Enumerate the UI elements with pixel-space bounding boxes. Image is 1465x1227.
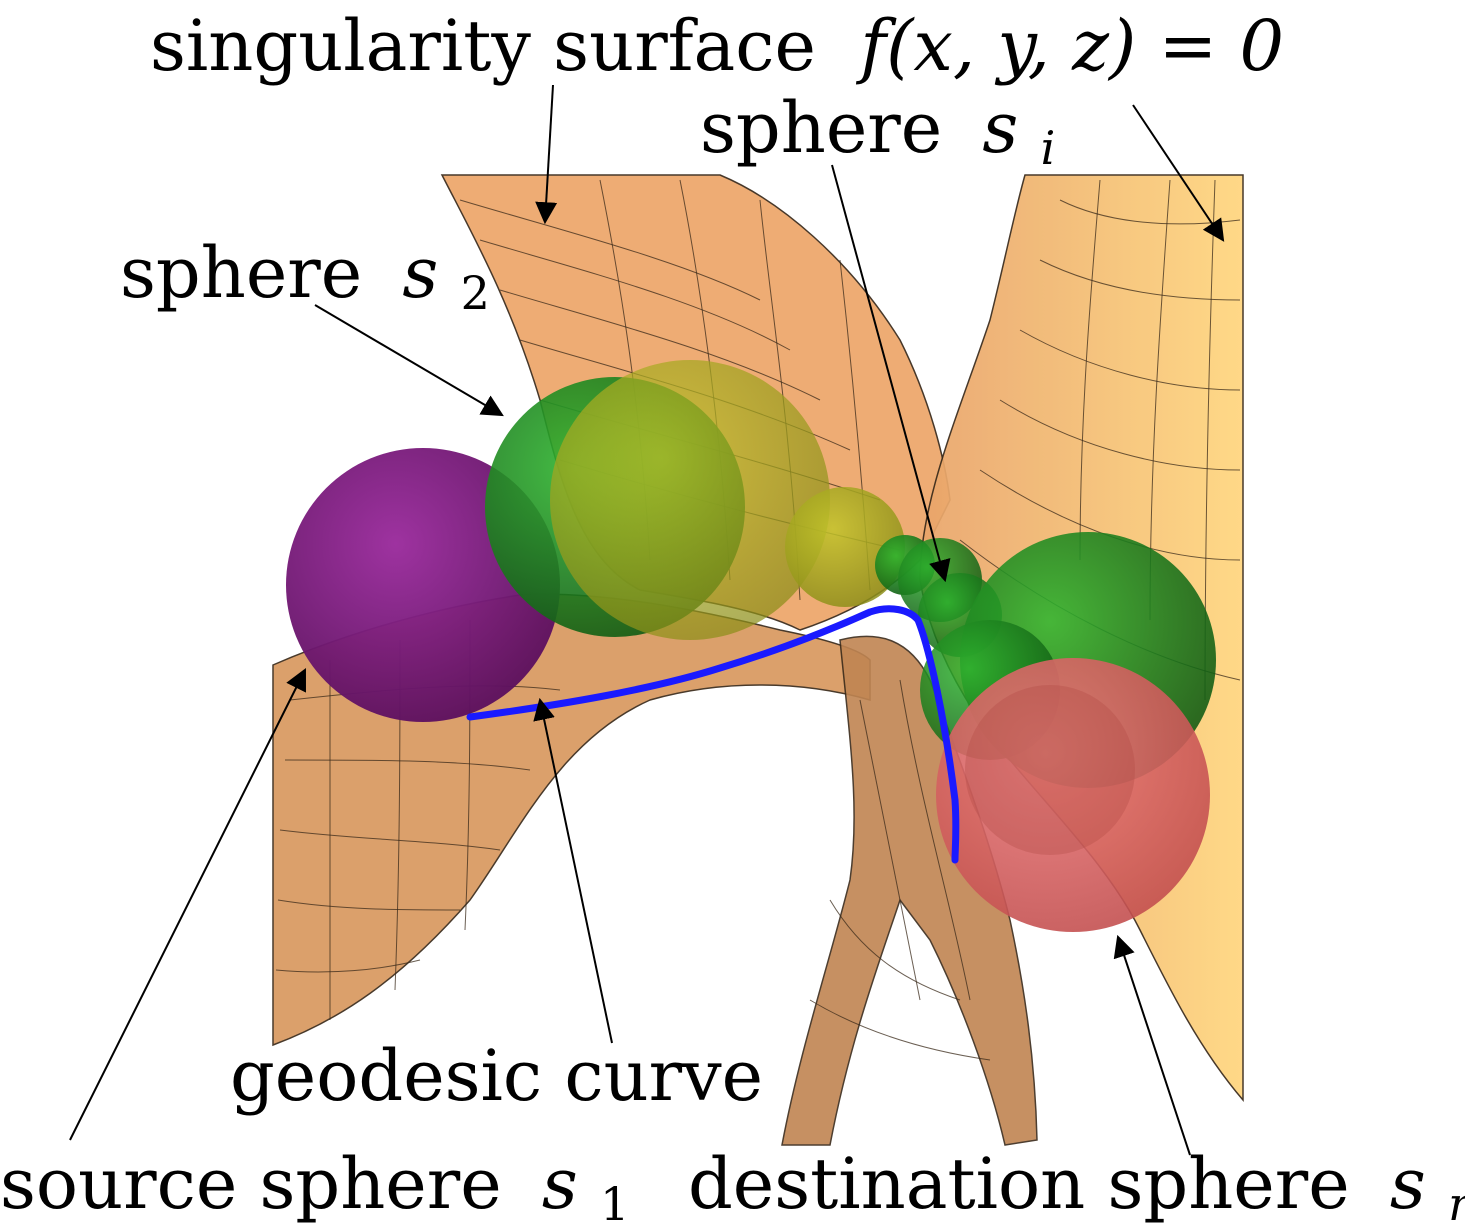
label-source: source sphere s 1: [0, 1143, 629, 1227]
label-destination: destination sphere s n: [688, 1143, 1465, 1227]
destination-sphere-inner: [965, 685, 1135, 855]
arrow-destination: [1113, 934, 1191, 1156]
arrow-geodesic: [533, 697, 613, 1044]
arrow-source: [69, 668, 306, 1141]
label-sphere-i: sphere s i: [700, 87, 1055, 175]
yellow-sphere: [550, 360, 830, 640]
label-geodesic: geodesic curve: [230, 1035, 763, 1117]
arrow-singularity-right: [1132, 104, 1225, 242]
label-sphere-2: sphere s 2: [120, 232, 490, 320]
arrow-sphere-2: [314, 304, 504, 417]
arrow-singularity-left: [535, 84, 558, 225]
geodesic-curve: [466, 605, 960, 864]
arrow-sphere-i: [831, 164, 951, 583]
annotation-arrows: [69, 84, 1225, 1156]
destination-sphere: [936, 658, 1210, 932]
label-singularity: singularity surface f(x, y, z) = 0: [150, 5, 1284, 87]
small-yellow-sphere: [785, 487, 905, 607]
